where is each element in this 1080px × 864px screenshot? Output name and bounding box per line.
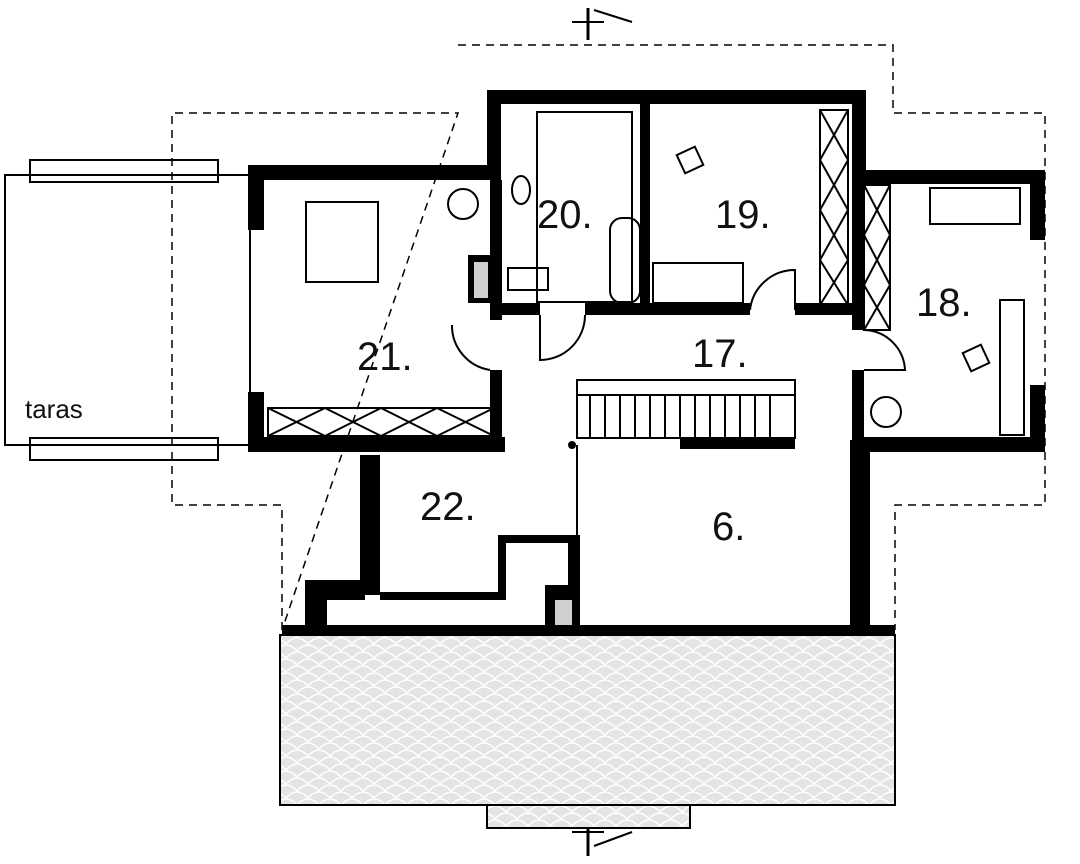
roof-outline	[171, 44, 1046, 631]
room-label-19: 19.	[715, 193, 771, 237]
fixtures	[267, 109, 1025, 535]
room-label-20: 20.	[537, 193, 593, 237]
roof-tiles-tab	[486, 804, 691, 829]
section-marker-top	[572, 8, 633, 40]
room-label-17: 17.	[692, 332, 748, 376]
terrace: taras	[4, 159, 251, 461]
room-label-18: 18.	[916, 281, 972, 325]
room-label-21: 21.	[357, 335, 413, 379]
stairs	[576, 379, 796, 439]
room-label-22: 22.	[420, 485, 476, 529]
terrace-label: taras	[25, 394, 83, 424]
room-label-6: 6.	[712, 505, 745, 549]
roof-tiles	[279, 634, 896, 806]
